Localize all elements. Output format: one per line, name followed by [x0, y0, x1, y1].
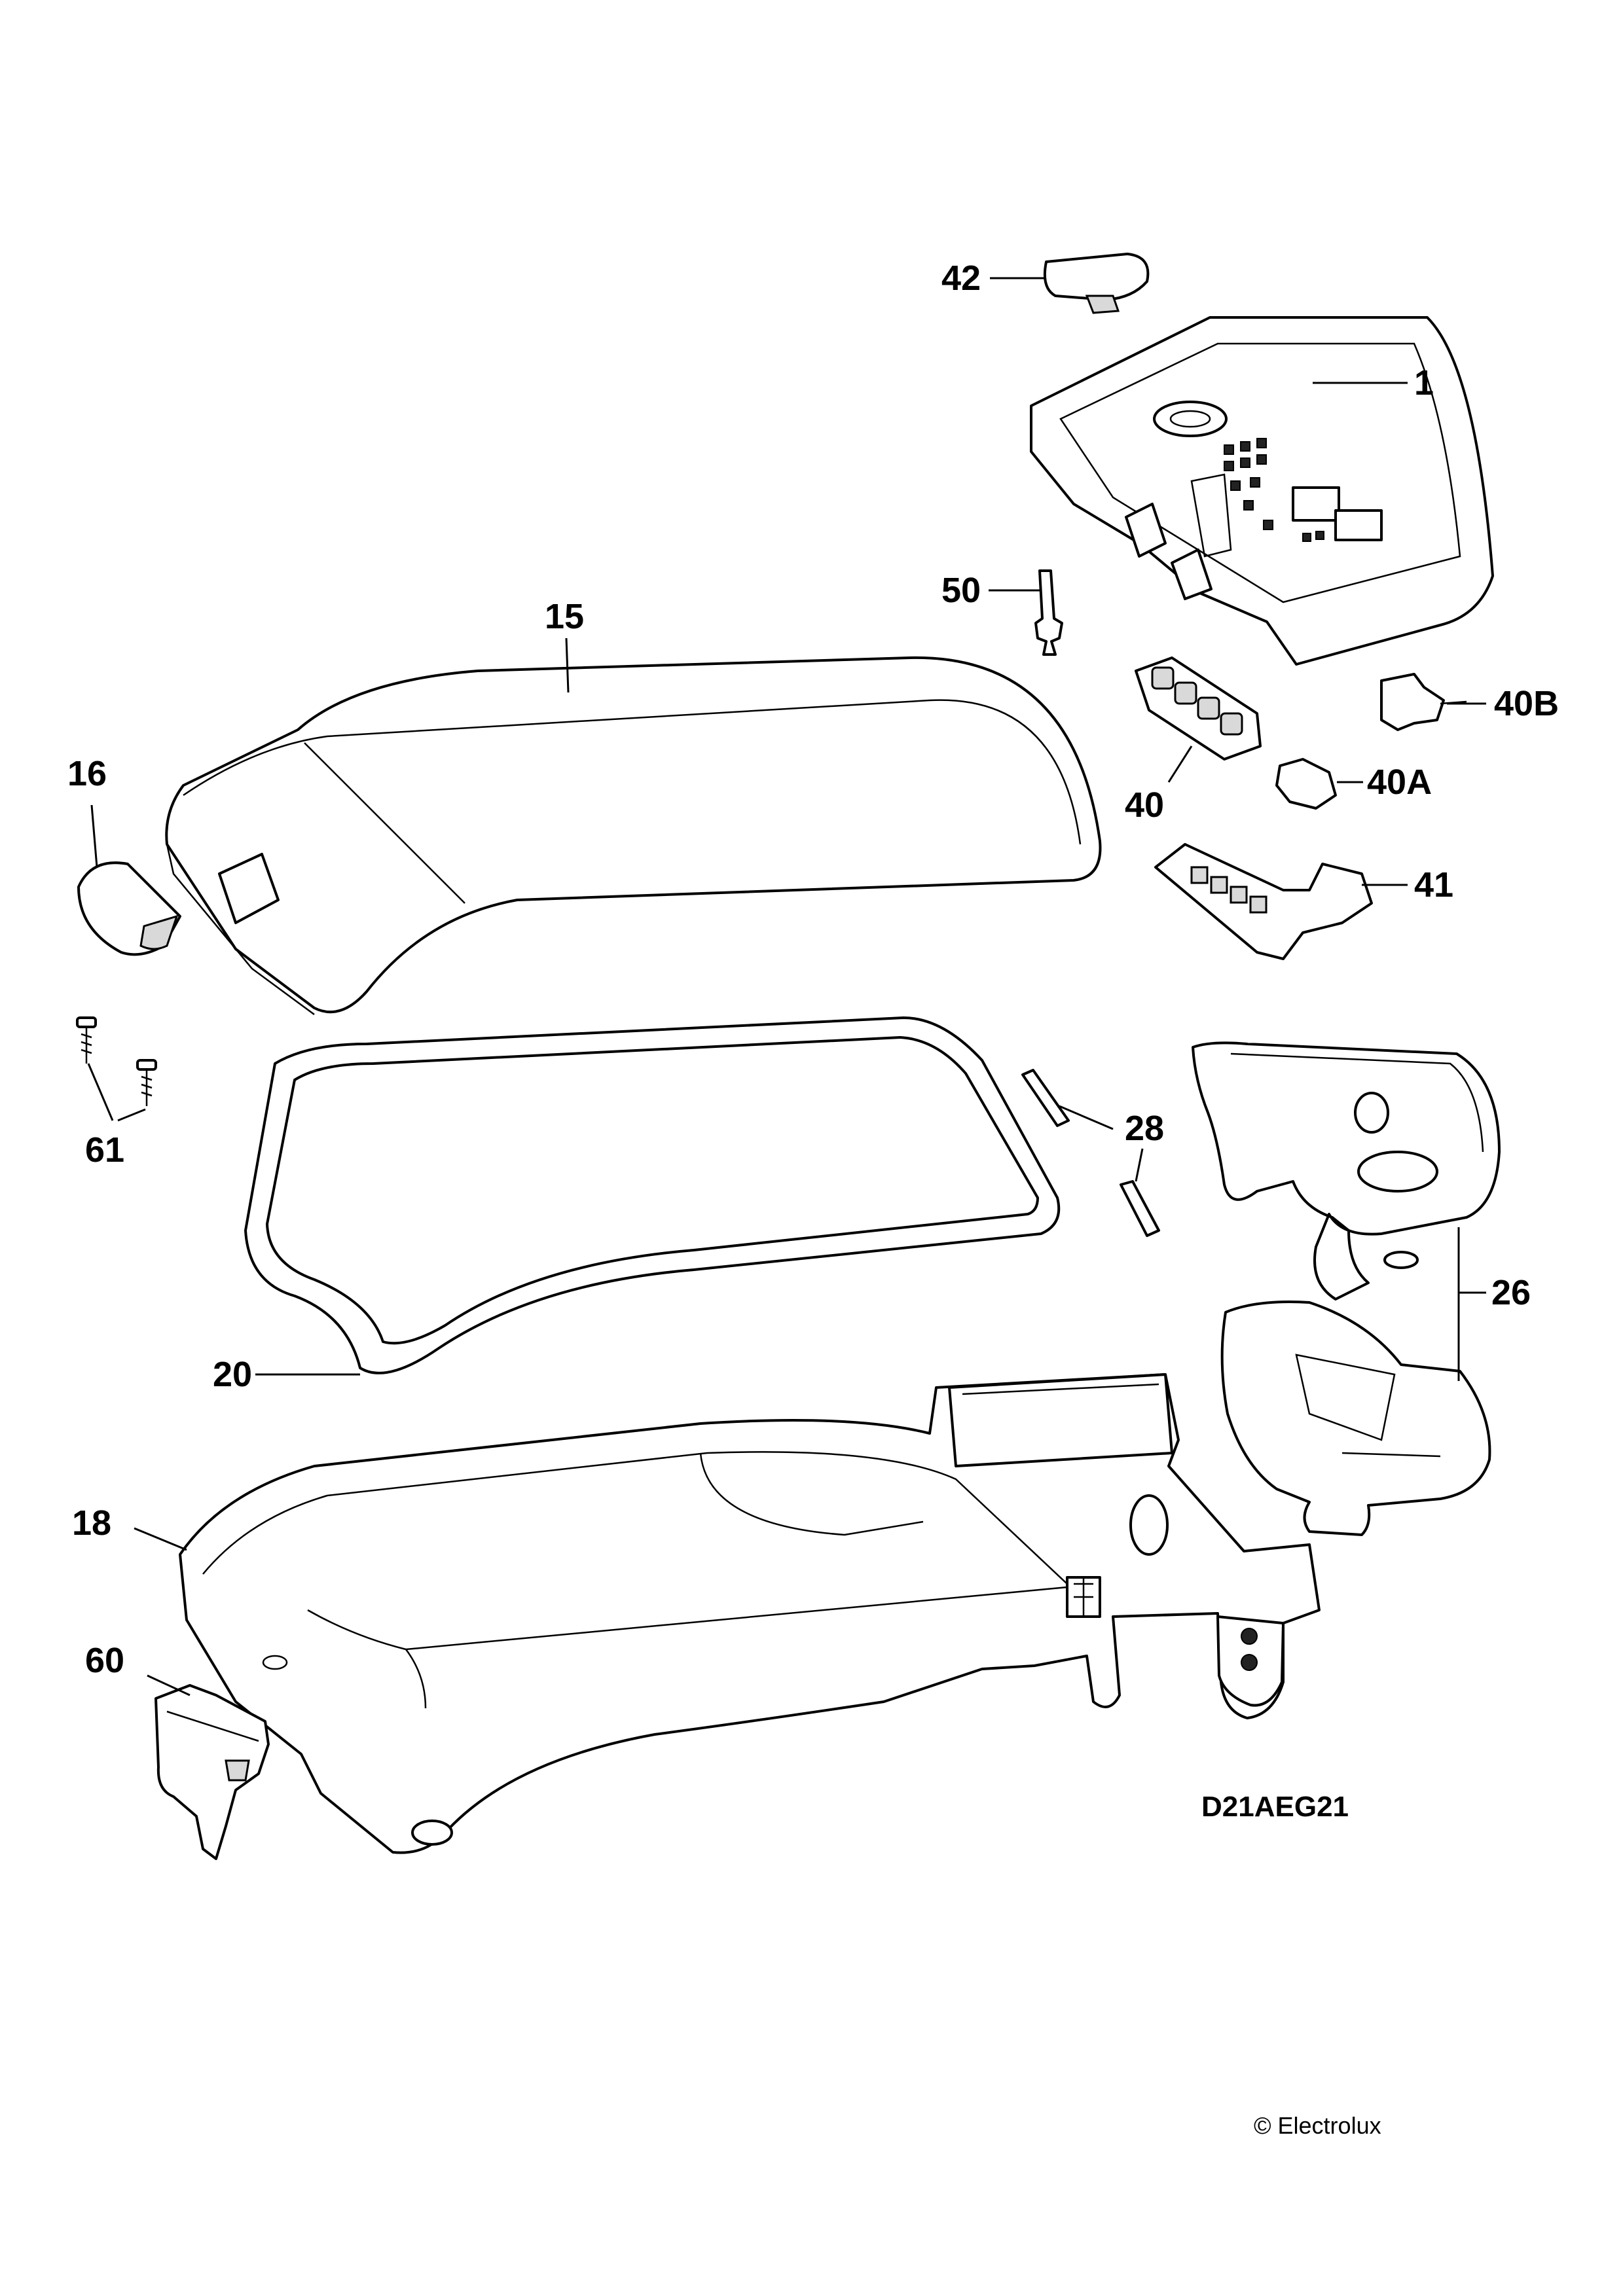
leader-16	[90, 804, 98, 868]
panel-knob-opening	[1153, 401, 1228, 437]
part-18-base-frame	[179, 1373, 1321, 1854]
callout-41: 41	[1414, 865, 1453, 905]
part-20-gasket	[244, 1016, 1061, 1374]
callout-1: 1	[1414, 363, 1434, 403]
part-60-latch	[155, 1684, 270, 1860]
leader-15	[565, 637, 570, 693]
part-26-lower-handle	[1220, 1300, 1491, 1536]
part-61-screws	[76, 1016, 157, 1106]
drawing-code: D21AEG21	[1201, 1791, 1349, 1823]
leader-61b	[117, 1108, 146, 1122]
callout-28: 28	[1125, 1109, 1164, 1148]
part-28-hinge-pins	[1021, 1069, 1160, 1237]
leader-60	[147, 1674, 191, 1696]
callout-61: 61	[85, 1130, 124, 1170]
callout-40a: 40A	[1367, 762, 1432, 802]
part-41-circuit-board	[1154, 843, 1373, 960]
callout-20: 20	[213, 1355, 252, 1394]
callout-42: 42	[941, 259, 981, 298]
part-40a-button	[1275, 758, 1337, 810]
leader-28a	[1059, 1105, 1114, 1130]
leader-40	[1167, 745, 1193, 783]
callout-26: 26	[1491, 1273, 1531, 1312]
copyright-notice: © Electrolux	[1254, 2112, 1381, 2139]
part-15-lid	[165, 656, 1102, 1016]
leader-18	[134, 1527, 187, 1551]
part-40b-hinge-clip	[1380, 673, 1467, 731]
callout-18: 18	[72, 1503, 111, 1543]
callout-16: 16	[67, 754, 107, 793]
callout-60: 60	[85, 1641, 124, 1680]
part-42-knob	[1043, 253, 1150, 314]
part-16-hinge-cap	[77, 861, 181, 956]
part-1-control-panel	[1030, 316, 1494, 666]
callout-40: 40	[1125, 785, 1164, 825]
part-26-upper-handle	[1192, 1041, 1501, 1300]
callout-15: 15	[545, 597, 584, 636]
callout-50: 50	[941, 571, 981, 610]
leader-28b	[1135, 1148, 1144, 1182]
part-50-pin	[1034, 569, 1063, 656]
leader-61a	[87, 1063, 114, 1121]
callout-40b: 40B	[1494, 684, 1559, 723]
part-40-button-strip	[1135, 656, 1262, 761]
